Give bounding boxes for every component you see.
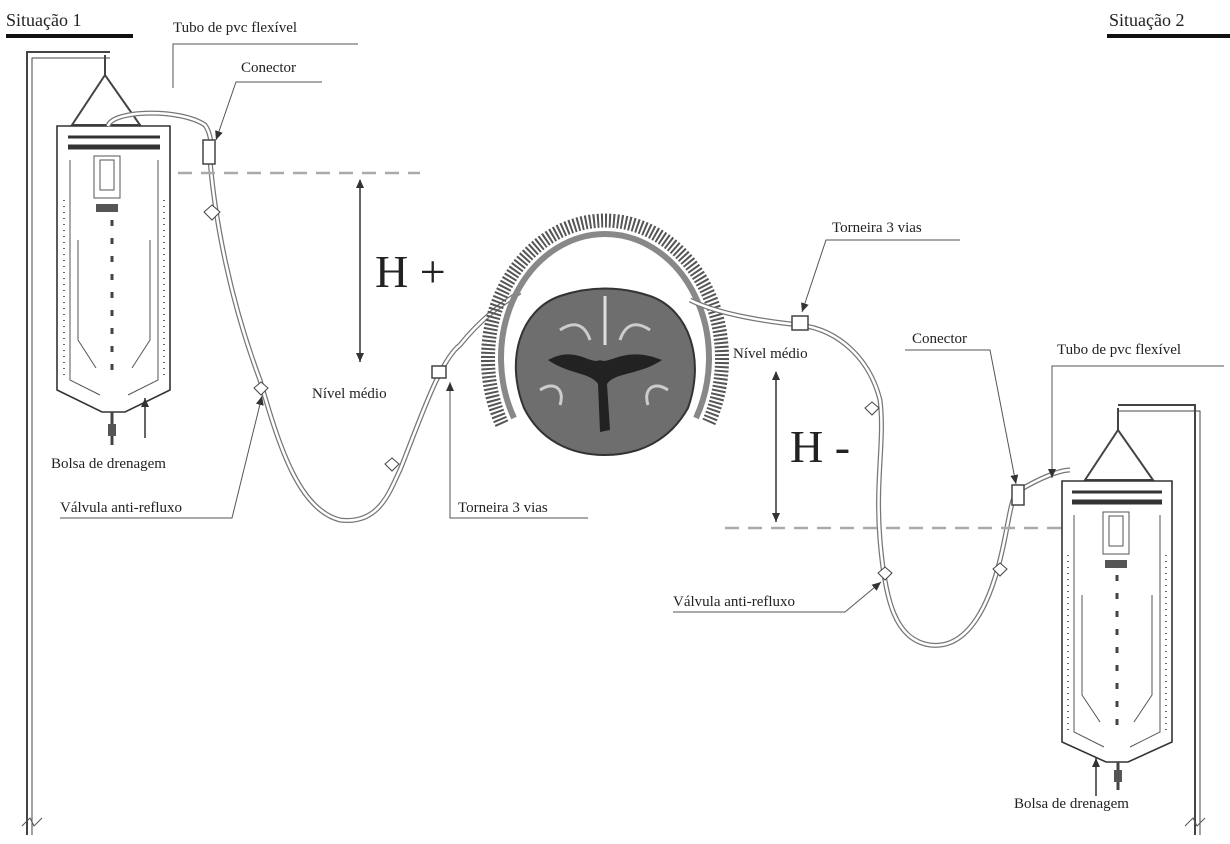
valvula-label-left: Válvula anti-refluxo xyxy=(60,500,182,516)
conector-label-left: Conector xyxy=(241,60,296,76)
torneira-label-left: Torneira 3 vias xyxy=(458,500,548,516)
title-situacao-2: Situação 2 xyxy=(1107,10,1230,36)
situacao-2-label: Situação 2 xyxy=(1109,10,1184,30)
torneira-label-right: Torneira 3 vias xyxy=(832,220,922,236)
situacao-1-label: Situação 1 xyxy=(6,10,81,30)
connector-right xyxy=(1012,485,1024,505)
tubo-label-left: Tubo de pvc flexível xyxy=(173,20,297,36)
tubo-leader-right xyxy=(1052,366,1224,478)
valvula-label-right: Válvula anti-refluxo xyxy=(673,594,795,610)
conector-leader-right xyxy=(905,350,1016,484)
stopcock-left xyxy=(432,366,446,378)
connector-left xyxy=(203,140,215,164)
bag-hanger-right xyxy=(1085,408,1153,480)
drainage-bag-right xyxy=(1062,481,1172,790)
nivel-label-left: Nível médio xyxy=(312,386,387,402)
conector-leader-left xyxy=(216,82,322,140)
conector-label-right: Conector xyxy=(912,331,967,347)
h-plus-label: H + xyxy=(375,246,446,297)
torneira-leader-right xyxy=(802,240,960,312)
bolsa-label-right: Bolsa de drenagem xyxy=(1014,796,1129,812)
brain-cross-section-illustration xyxy=(488,221,722,455)
anti-reflux-valve-right xyxy=(878,567,892,580)
title-situacao-1: Situação 1 xyxy=(6,10,133,36)
tubo-label-right: Tubo de pvc flexível xyxy=(1057,342,1181,358)
h-minus-label: H - xyxy=(790,421,850,472)
drainage-bag-left xyxy=(57,126,170,445)
stopcock-right xyxy=(792,316,808,330)
nivel-label-right: Nível médio xyxy=(733,346,808,362)
bolsa-label-left: Bolsa de drenagem xyxy=(51,456,166,472)
